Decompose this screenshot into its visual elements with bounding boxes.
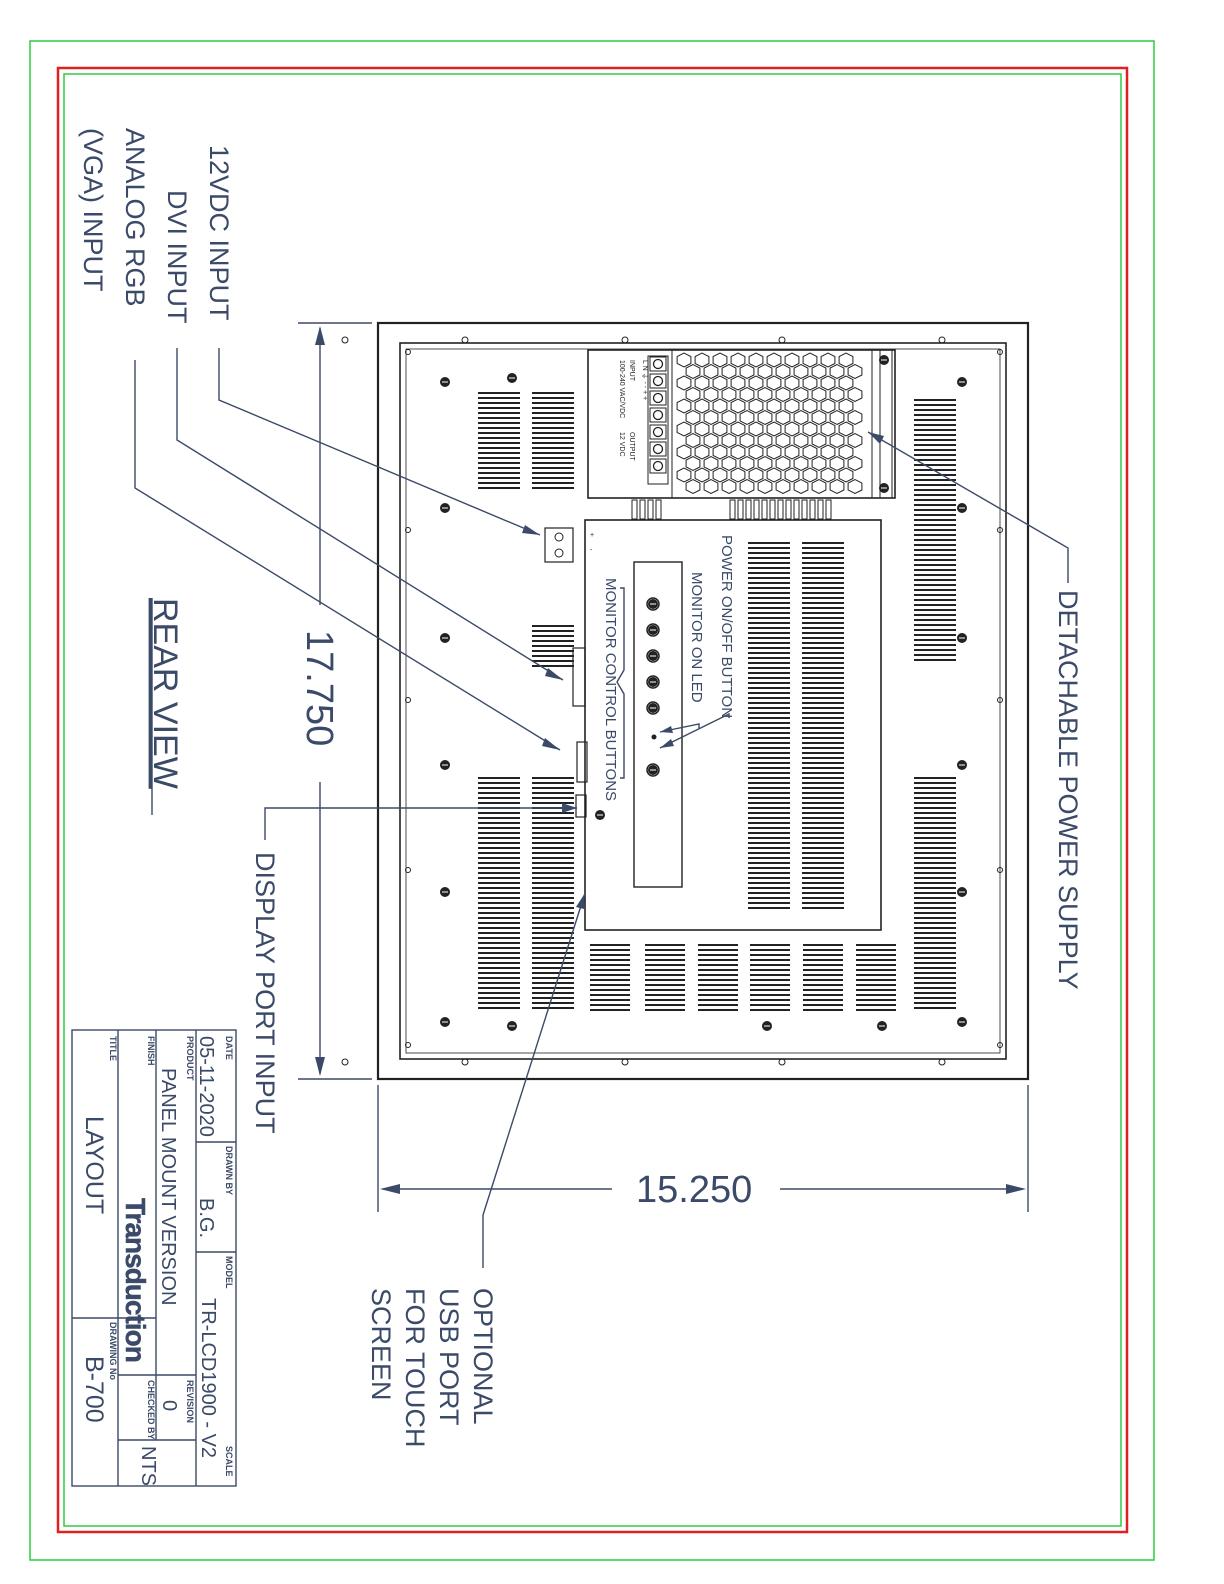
leader-lines — [134, 348, 1069, 1268]
callout-usb-4: SCREEN — [366, 1288, 396, 1401]
callout-display-port: DISPLAY PORT INPUT — [250, 852, 280, 1134]
tb-revision: 0 — [158, 1400, 180, 1411]
callout-analog-rgb: ANALOG RGB — [120, 128, 150, 307]
title-block: DATE 05-11-2020 DRAWN BY B.G. MODEL TR-L… — [71, 1029, 237, 1487]
tb-model: TR-LCD1900 - V2 — [197, 1298, 219, 1458]
tb-date: 05-11-2020 — [195, 1036, 217, 1137]
psu-input-range: 100-240 VAC/VDC — [618, 360, 625, 418]
callout-usb-2: USB PORT — [434, 1288, 464, 1426]
psu-output-voltage: 12 VDC — [618, 432, 625, 457]
callout-monitor-led: MONITOR ON LED — [688, 572, 705, 703]
tb-model-label: MODEL — [224, 1256, 234, 1289]
tb-product-label: PRODUCT — [185, 1036, 195, 1081]
callout-control-buttons: MONITOR CONTROL BUTTONS — [602, 578, 619, 801]
tb-title-label: TITLE — [108, 1036, 118, 1061]
controller-board: + - — [544, 499, 882, 931]
red-border — [56, 66, 1129, 1534]
callout-dvi-input: DVI INPUT — [162, 190, 192, 324]
callout-vga-input: (VGA) INPUT — [78, 128, 108, 292]
dimension-height-value: 17.750 — [298, 630, 340, 746]
tb-scale: NTS — [137, 1446, 159, 1486]
dc-minus: - — [590, 547, 593, 554]
psu-output-label: OUTPUT — [628, 432, 635, 462]
psu-input-label: INPUT — [628, 360, 635, 382]
tb-drawing-no: B-700 — [80, 1356, 108, 1423]
company-logo: Transduction — [120, 1198, 151, 1362]
callout-usb-1: OPTIONAL — [468, 1288, 498, 1425]
inner-border — [63, 73, 1122, 1527]
callout-usb-3: FOR TOUCH — [400, 1288, 430, 1448]
tb-drawing-no-label: DRAWING No — [108, 1322, 118, 1380]
callout-detachable-psu: DETACHABLE POWER SUPPLY — [1053, 590, 1083, 990]
tb-checked-by-label: CHECKED BY — [146, 1380, 156, 1440]
dimension-height: 17.750 — [298, 322, 372, 1080]
dc-plus: + — [590, 532, 594, 539]
tb-finish-label: FINISH — [146, 1036, 156, 1066]
dimension-width: 15.250 — [377, 1085, 1029, 1212]
tb-date-label: DATE — [224, 1036, 234, 1060]
psu-terminal-labels: L N ⏚ - - + + — [641, 360, 649, 400]
outer-border — [29, 40, 1155, 1561]
tb-drawn-by-label: DRAWN BY — [224, 1146, 234, 1195]
tb-title: LAYOUT — [80, 1116, 108, 1214]
callout-power-button: POWER ON/OFF BUTTON — [718, 535, 735, 718]
tb-drawn-by: B.G. — [195, 1198, 217, 1238]
tb-revision-label: REVISION — [185, 1380, 195, 1423]
callout-12vdc-input: 12VDC INPUT — [204, 145, 234, 321]
dimension-width-value: 15.250 — [636, 1169, 752, 1211]
tb-scale-label: SCALE — [224, 1446, 234, 1477]
power-supply: INPUT 100-240 VAC/VDC OUTPUT 12 VDC L N … — [587, 349, 896, 499]
monitor-rear — [341, 321, 1030, 1081]
tb-product: PANEL MOUNT VERSION — [157, 1068, 179, 1305]
